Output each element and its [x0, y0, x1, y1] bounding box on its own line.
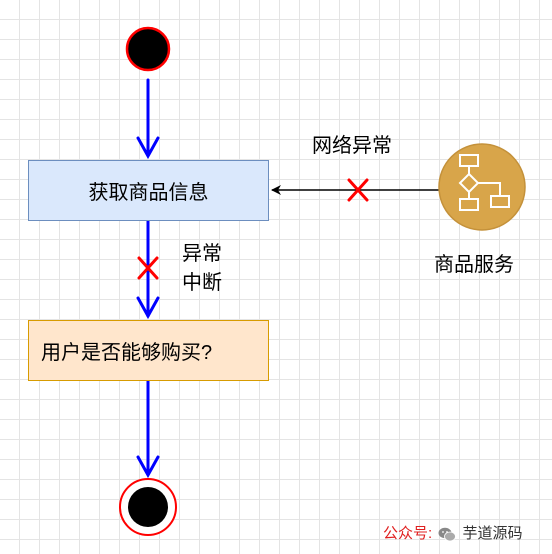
product-service-label: 商品服务 — [434, 254, 514, 276]
can-purchase-decision: 用户是否能够购买? — [28, 320, 269, 381]
watermark: 公众号: 芋道源码 — [383, 522, 523, 543]
watermark-prefix: 公众号: — [383, 525, 433, 542]
interrupt-label-line1: 异常 — [182, 243, 222, 265]
fetch-product-info-label: 获取商品信息 — [88, 182, 209, 204]
cross-mark-icon — [347, 178, 369, 202]
end-node-icon — [119, 478, 177, 536]
can-purchase-label: 用户是否能够购买? — [41, 342, 213, 364]
flow-arrow-start-to-fetch — [136, 78, 160, 160]
watermark-name: 芋道源码 — [462, 525, 523, 542]
wechat-icon — [438, 527, 457, 541]
interrupt-label-line2: 中断 — [182, 272, 222, 294]
flow-arrow-decision-to-end — [136, 379, 160, 479]
flowchart-icon — [458, 154, 510, 211]
cross-mark-icon — [137, 256, 159, 280]
fetch-product-info-action: 获取商品信息 — [28, 160, 269, 221]
service-node — [438, 143, 526, 231]
start-node-icon — [125, 26, 171, 72]
network-error-label: 网络异常 — [312, 135, 392, 157]
